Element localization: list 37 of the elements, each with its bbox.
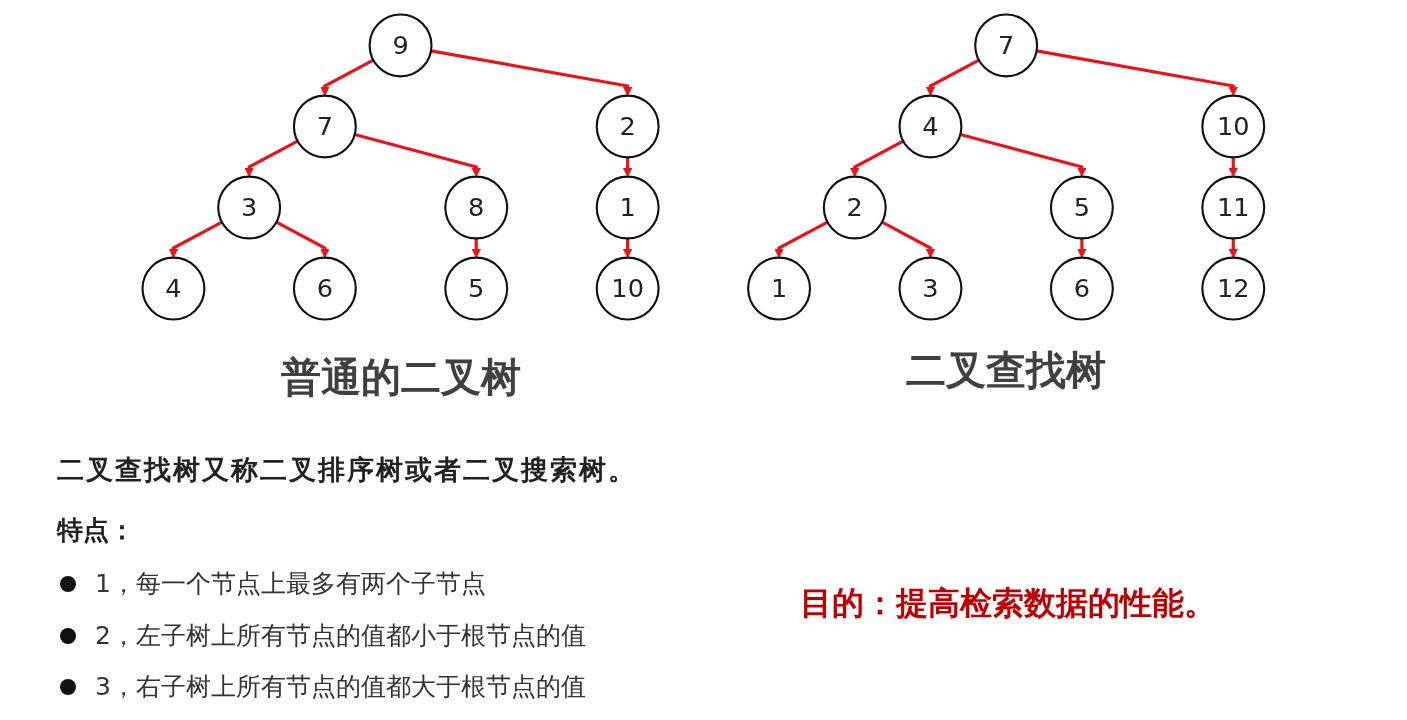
node-circle: 11 <box>1201 175 1266 240</box>
bullet-text: 2，左子树上所有节点的值都小于根节点的值 <box>95 620 586 652</box>
purpose-text: 目的：提高检索数据的性能。 <box>800 583 1216 624</box>
tree-caption: 二叉查找树 <box>906 346 1107 395</box>
arrow <box>354 132 482 177</box>
node-circle: 4 <box>898 94 963 159</box>
node-circle: 4 <box>141 256 206 321</box>
node-circle: 10 <box>1201 94 1266 159</box>
arrow <box>925 58 980 96</box>
node-circle: 2 <box>822 175 887 240</box>
arrow <box>1228 157 1239 177</box>
arrow <box>244 139 299 177</box>
node-circle: 6 <box>1050 256 1114 321</box>
node-circle: 7 <box>974 13 1039 78</box>
node-circle: 10 <box>595 256 660 321</box>
arrow <box>320 58 375 96</box>
section-heading: 特点： <box>57 514 135 547</box>
arrow <box>1036 49 1239 96</box>
node-circle: 9 <box>368 13 433 78</box>
node-circle: 8 <box>444 175 509 240</box>
definition-text: 二叉查找树又称二叉排序树或者二叉搜索树。 <box>57 453 637 487</box>
node-circle: 3 <box>217 175 282 240</box>
bullet-text: 1，每一个节点上最多有两个子节点 <box>95 568 486 600</box>
arrow <box>623 157 633 177</box>
arrow <box>960 132 1087 177</box>
bullet-text: 3，右子树上所有节点的值都大于根节点的值 <box>95 671 586 703</box>
node-circle: 1 <box>747 256 812 321</box>
tree-caption: 普通的二叉树 <box>280 353 521 402</box>
arrow <box>430 49 633 96</box>
node-circle: 6 <box>293 256 357 321</box>
node-circle: 12 <box>1201 256 1266 321</box>
node-circle: 3 <box>898 256 963 321</box>
node-circle: 5 <box>444 256 509 321</box>
node-circle: 1 <box>595 175 660 240</box>
node-circle: 5 <box>1050 175 1114 240</box>
node-circle: 7 <box>293 94 357 159</box>
node-circle: 2 <box>595 94 660 159</box>
